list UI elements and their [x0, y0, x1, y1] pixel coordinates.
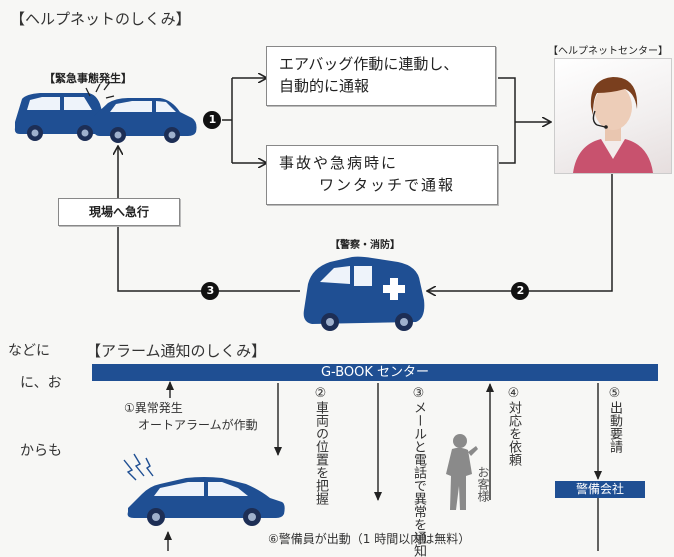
step-badge-2: [511, 282, 529, 300]
helpnet-section-title: 【ヘルプネットのしくみ】: [10, 10, 191, 28]
arrow-police-to-scene: [118, 147, 300, 292]
alarm-step-2: ②車両の位置を把握: [313, 386, 328, 505]
edge-text-3: からも: [20, 443, 62, 459]
accident-cars-icon: [14, 81, 197, 143]
police-fire-label: 【警察・消防】: [330, 240, 400, 251]
arrow-center-to-police: [428, 173, 613, 291]
edge-text-2: に、お: [20, 375, 62, 391]
dispatch-to-scene-box: 現場へ急行: [58, 198, 180, 226]
customer-label: お客様: [476, 466, 490, 502]
operator-figure: [573, 77, 653, 173]
onetouch-box-line-2: ワンタッチで通報: [319, 176, 456, 194]
step-badge-1: [203, 111, 221, 129]
airbag-box-line-2: 自動的に通報: [279, 77, 370, 95]
ambulance-icon: [303, 256, 425, 331]
alarm-car-icon: [127, 477, 285, 526]
step-badge-3: [201, 282, 219, 300]
alarm-step-4: ④対応を依頼: [506, 386, 521, 466]
airbag-box-line-1: エアバッグ作動に連動し、: [279, 55, 459, 73]
alarm-step-1-line-1: ①異常発生: [124, 401, 183, 415]
onetouch-box-line-1: 事故や急病時に: [279, 154, 399, 172]
alarm-section-title: 【アラーム通知のしくみ】: [86, 342, 267, 360]
step-1-number: 1: [208, 113, 217, 126]
emergency-label: 【緊急事態発生】: [44, 72, 132, 85]
airbag-auto-report-box: エアバッグ作動に連動し、 自動的に通報: [266, 46, 496, 106]
security-company-box: 警備会社: [555, 481, 645, 498]
g-book-center-bar: G-BOOK センター: [92, 364, 658, 381]
merge-line: [498, 77, 516, 164]
alarm-step-5: ⑤出動要請: [607, 386, 622, 453]
edge-text-1: などに: [8, 343, 50, 359]
step-3-number: 3: [206, 284, 215, 297]
customer-silhouette-icon: [446, 434, 478, 510]
helpnet-center-label: 【ヘルプネットセンター】: [548, 46, 668, 57]
alarm-step-3: ③メールと電話で異常を通知: [411, 386, 426, 557]
alarm-spark-icon: [123, 453, 154, 481]
alarm-step-1: ①異常発生 オートアラームが作動: [124, 400, 258, 434]
onetouch-report-box: 事故や急病時に ワンタッチで通報: [266, 145, 498, 205]
step-2-number: 2: [516, 284, 525, 297]
alarm-step-6: ⑥警備員が出動（1 時間以内は無料）: [268, 532, 471, 546]
alarm-step-1-line-2: オートアラームが作動: [138, 418, 258, 432]
operator-photo: [554, 58, 672, 174]
